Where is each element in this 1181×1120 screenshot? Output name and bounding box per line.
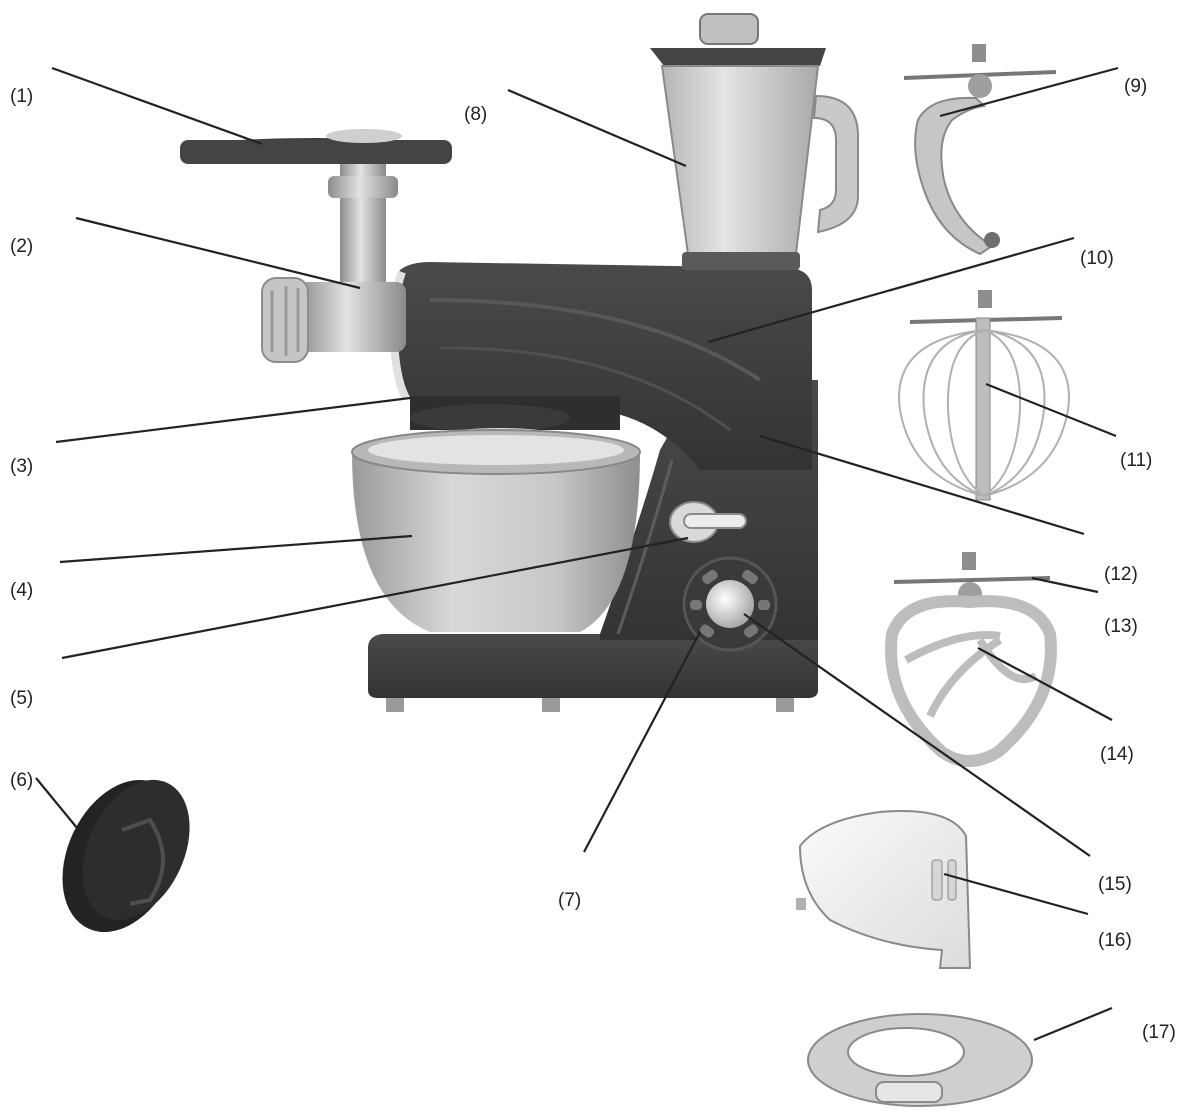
meat-grinder: [180, 129, 452, 363]
leader-4: [59, 534, 413, 564]
leader-7: [583, 631, 701, 853]
leader-8: [507, 88, 687, 168]
leader-13: [1031, 576, 1099, 594]
splash-guard: [796, 810, 972, 969]
part-label-6: (6): [10, 770, 34, 791]
mixing-bowl: [351, 396, 641, 632]
leader-17: [1033, 1006, 1113, 1042]
outlet-cap: [62, 779, 190, 933]
part-label-17: (17): [1142, 1022, 1176, 1043]
part-label-4: (4): [10, 580, 34, 601]
leader-lines: [35, 66, 1119, 1042]
dough-hook: [903, 44, 1057, 256]
leader-16: [943, 872, 1089, 916]
part-label-10: (10): [1080, 248, 1114, 269]
part-label-5: (5): [10, 688, 34, 709]
part-label-15: (15): [1098, 874, 1132, 895]
balloon-whisk: [898, 290, 1070, 501]
leader-1: [51, 66, 263, 146]
leader-6: [35, 777, 83, 835]
splash-ring: [807, 1013, 1033, 1107]
part-label-1: (1): [10, 86, 34, 107]
part-label-3: (3): [10, 456, 34, 477]
leader-9: [939, 66, 1119, 118]
leader-2: [75, 216, 361, 290]
part-label-13: (13): [1104, 616, 1138, 637]
part-label-16: (16): [1098, 930, 1132, 951]
flat-beater: [885, 552, 1057, 767]
part-label-11: (11): [1120, 450, 1153, 471]
leader-15: [743, 613, 1091, 857]
part-label-9: (9): [1124, 76, 1148, 97]
leader-3: [55, 396, 411, 444]
leader-10: [707, 236, 1075, 344]
leader-12: [759, 434, 1085, 536]
part-label-7: (7): [558, 890, 582, 911]
blender-jug: [650, 13, 859, 270]
leader-5: [61, 536, 689, 660]
part-label-2: (2): [10, 236, 34, 257]
leader-14: [977, 647, 1113, 721]
part-label-12: (12): [1104, 564, 1138, 585]
part-label-14: (14): [1100, 744, 1134, 765]
part-label-8: (8): [464, 104, 488, 125]
leader-11: [985, 382, 1117, 438]
